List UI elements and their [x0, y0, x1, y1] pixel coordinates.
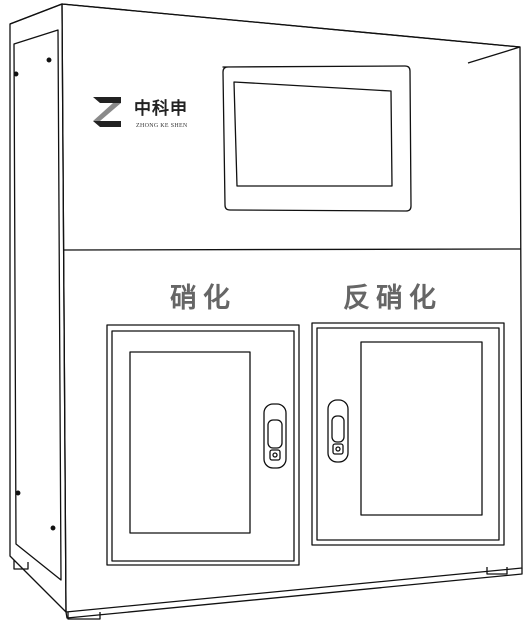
screen-bezel	[222, 65, 412, 212]
screen-display	[233, 81, 393, 187]
front-left-foot	[67, 612, 101, 620]
right-door-window	[360, 341, 483, 516]
side-screw	[13, 71, 19, 77]
right-door	[316, 327, 500, 541]
side-screw	[46, 57, 52, 63]
panel-divider	[63, 248, 522, 251]
front-face	[61, 3, 523, 613]
left-door	[111, 330, 295, 562]
front-right-foot	[486, 567, 508, 575]
front-face-thickness	[65, 568, 523, 619]
brand-name-chinese: 中科申	[134, 99, 188, 119]
right-door-frame	[311, 322, 505, 546]
left-door-frame	[106, 324, 300, 566]
left-keyhole-icon	[272, 452, 278, 458]
left-lock-icon	[269, 449, 281, 461]
left-door-handle[interactable]	[263, 403, 287, 469]
zks-z-icon	[93, 97, 121, 127]
side-screw	[15, 490, 21, 496]
side-screw	[50, 525, 56, 531]
right-door-handle[interactable]	[327, 399, 349, 463]
side-panel	[9, 3, 67, 613]
top-edge	[9, 3, 521, 64]
brand-name-english: ZHONG KE SHEN	[136, 123, 188, 129]
right-keyhole-icon	[335, 446, 341, 452]
left-handle-grip	[267, 419, 283, 449]
left-door-window	[129, 351, 251, 534]
denitrification-label: 反硝化	[343, 283, 442, 314]
right-lock-icon	[332, 443, 344, 455]
back-left-foot	[13, 560, 29, 570]
right-handle-grip	[331, 415, 345, 443]
side-panel-inset	[13, 29, 62, 581]
nitrification-label: 硝化	[170, 283, 236, 314]
